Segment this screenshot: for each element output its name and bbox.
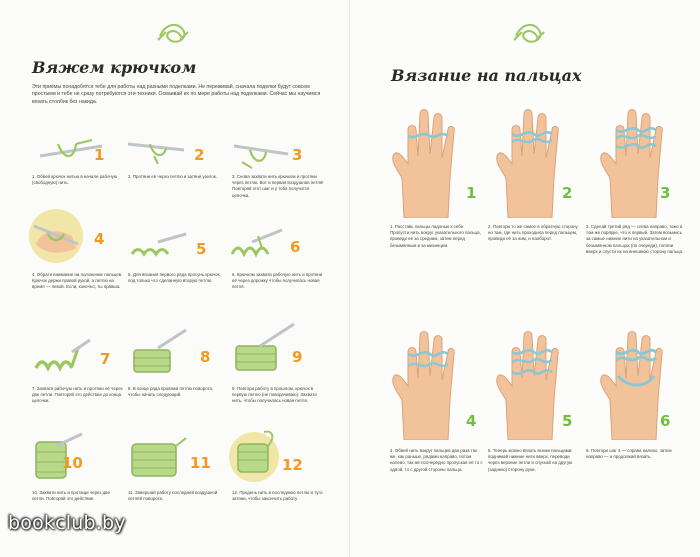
step-number: 2: [562, 184, 573, 202]
step-caption: 3. Снова захвати нить крючком и протяни …: [232, 174, 324, 198]
crochet-step-11-illustration: [128, 436, 188, 480]
step-caption: 1. Обвей крючок нитью в начале рабочую (…: [32, 174, 118, 186]
step-caption: 10. Захвати нить и протащи через две пет…: [32, 490, 110, 502]
right-page: [350, 0, 700, 557]
step-caption: 7. Захвати рабочую нить и протяни её чер…: [32, 386, 123, 404]
crochet-step-12-illustration: [228, 426, 280, 488]
step-number: 10: [62, 454, 83, 472]
step-number: 12: [282, 456, 303, 474]
crochet-step-3-illustration: [232, 140, 292, 170]
hands-holding-hook-illustration: [28, 208, 84, 264]
crochet-step-7-illustration: [32, 338, 92, 374]
step-number: 9: [292, 348, 303, 366]
step-number: 5: [196, 240, 207, 258]
step-number: 6: [290, 238, 301, 256]
watermark-text: bookclub.by: [8, 512, 126, 534]
step-caption: 6. Повтори шаг 4 — справа налево, затем …: [586, 448, 672, 460]
crochet-step-1-illustration: [36, 138, 106, 164]
step-caption: 4. Обвей нить вокруг пальцев два раза та…: [390, 448, 483, 472]
step-number: 5: [562, 412, 573, 430]
crochet-step-6-illustration: [228, 228, 284, 258]
hand-step-4-illustration: [386, 322, 476, 440]
step-caption: 5. Для вязания первого ряда просунь крюч…: [128, 272, 220, 284]
hand-step-1-illustration: [386, 100, 476, 218]
crochet-step-8-illustration: [128, 328, 190, 376]
crochet-step-10-illustration: [30, 432, 84, 482]
yarn-knot-icon: [512, 18, 546, 48]
hand-step-5-illustration: [490, 322, 580, 440]
page-title: Вяжем крючком: [32, 58, 197, 77]
hand-step-6-illustration: [594, 322, 684, 440]
step-number: 6: [660, 412, 671, 430]
step-number: 3: [292, 146, 303, 164]
step-number: 11: [190, 454, 211, 472]
step-caption: 6. Крючком захвати рабочую нить и протян…: [232, 272, 323, 290]
left-page: Вяжем крючком Эти приёмы понадобятся теб…: [8, 0, 350, 557]
step-caption: 4. Обрати внимание на положение пальцев.…: [32, 272, 123, 290]
page-title: Вязание на пальцах: [391, 66, 582, 85]
step-number: 4: [94, 230, 105, 248]
crochet-step-9-illustration: [232, 322, 296, 374]
step-number: 7: [100, 350, 111, 368]
step-caption: 5. Теперь можно вязать всеми пальцами: п…: [488, 448, 573, 472]
crochet-step-2-illustration: [124, 140, 188, 164]
hand-step-3-illustration: [594, 100, 684, 218]
step-number: 4: [466, 412, 477, 430]
crochet-step-5-illustration: [128, 232, 188, 258]
step-caption: 11. Завершай работу последней воздушной …: [128, 490, 218, 502]
step-number: 1: [466, 184, 477, 202]
step-number: 2: [194, 146, 205, 164]
step-caption: 8. В конце ряда провяжи петлю поворота, …: [128, 386, 214, 398]
step-number: 1: [94, 146, 105, 164]
yarn-knot-icon: [156, 18, 190, 48]
step-caption: 1. Расставь пальцы ладонью к себе. Пропу…: [390, 224, 481, 248]
step-caption: 3. Сделай третий ряд — слева направо, то…: [586, 224, 684, 254]
step-caption: 12. Продень нить в последнюю петлю и туг…: [232, 490, 323, 502]
step-caption: 9. Повтори работу в прошлом, крючок в пе…: [232, 386, 317, 404]
step-number: 8: [200, 348, 211, 366]
intro-text: Эти приёмы понадобятся тебе для работы н…: [32, 84, 321, 105]
step-caption: 2. Повтори то же самое в обратную сторон…: [488, 224, 579, 242]
step-number: 3: [660, 184, 671, 202]
step-caption: 2. Протяни её через петлю и затяни узело…: [128, 174, 217, 179]
hand-step-2-illustration: [490, 100, 580, 218]
